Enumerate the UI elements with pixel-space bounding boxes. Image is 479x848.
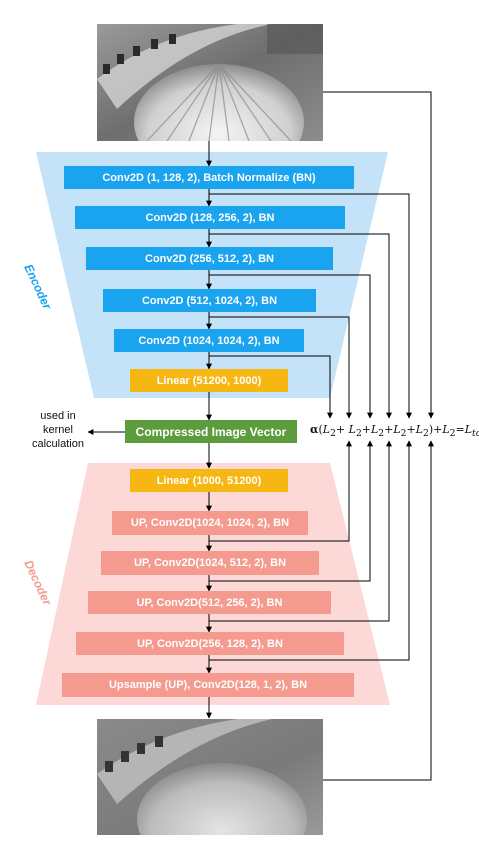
kernel-calculation-note: used in kernel calculation <box>28 409 88 451</box>
input-image <box>97 24 323 141</box>
decoder-linear: Linear (1000, 51200) <box>130 469 288 492</box>
decoder-layer-4: UP, Conv2D(256, 128, 2), BN <box>76 632 344 655</box>
decoder-layer-3: UP, Conv2D(512, 256, 2), BN <box>88 591 331 614</box>
decoder-layer-5: Upsample (UP), Conv2D(128, 1, 2), BN <box>62 673 354 697</box>
decoder-background <box>36 463 390 705</box>
decoder-layer-1: UP, Conv2D(1024, 1024, 2), BN <box>112 511 308 535</box>
reconstructed-image <box>97 719 323 835</box>
alpha-symbol: α <box>310 423 319 436</box>
encoder-linear: Linear (51200, 1000) <box>130 369 288 392</box>
encoder-layer-2: Conv2D (128, 256, 2), BN <box>75 206 345 229</box>
note-line-2: kernel <box>43 424 73 436</box>
encoder-layer-4: Conv2D (512, 1024, 2), BN <box>103 289 316 312</box>
note-line-3: calculation <box>32 438 84 450</box>
encoder-layer-3: Conv2D (256, 512, 2), BN <box>86 247 333 270</box>
note-line-1: used in <box>40 410 76 422</box>
loss-equation: α(L2+ L2+L2+L2+L2)+L2=Ltotal <box>310 423 479 440</box>
decoder-layer-2: UP, Conv2D(1024, 512, 2), BN <box>101 551 319 575</box>
compressed-image-vector: Compressed Image Vector <box>125 420 297 443</box>
encoder-layer-1: Conv2D (1, 128, 2), Batch Normalize (BN) <box>64 166 354 189</box>
encoder-layer-5: Conv2D (1024, 1024, 2), BN <box>114 329 304 352</box>
